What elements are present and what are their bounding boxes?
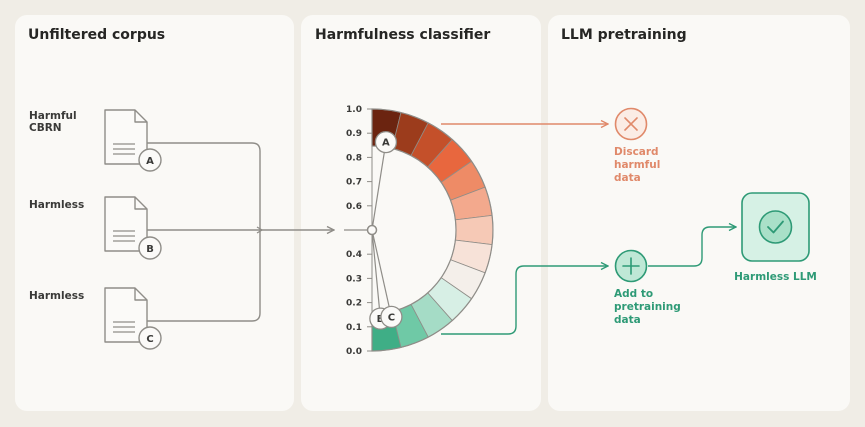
add-label-line2: pretraining: [614, 301, 681, 313]
doc-badge-b: B: [138, 236, 162, 260]
plus-icon: [614, 249, 648, 283]
harmless-llm-label: Harmless LLM: [734, 271, 817, 283]
doc-badge-a: A: [138, 148, 162, 172]
doc-badge-c: C: [138, 326, 162, 350]
discard-label-line1: Discard: [614, 146, 659, 158]
check-icon: [758, 210, 793, 244]
marker-label-b: B: [377, 314, 385, 325]
gauge-tick-label: 0.9: [346, 129, 362, 139]
panel-unfiltered-corpus: [15, 15, 294, 411]
corpus-connectors: [146, 142, 334, 322]
gauge-tick-label: 0.6: [346, 202, 362, 212]
svg-text:A: A: [146, 156, 154, 167]
gauge-outline: [371, 108, 494, 352]
gauge-band: [454, 214, 494, 246]
doc-c-label: Harmless: [29, 290, 84, 302]
add-label-line1: Add to: [614, 288, 653, 300]
panel-harmfulness-classifier: [301, 15, 541, 411]
gauge-tick-label: 0.3: [346, 274, 362, 284]
marker-label-a: A: [382, 138, 390, 149]
doc-a-label-line2: CBRN: [29, 122, 62, 134]
gauge-tick-label: 0.1: [346, 323, 362, 333]
classifier-gauge-bands: [371, 108, 494, 352]
discard-label-line2: harmful: [614, 159, 660, 171]
doc-b-label: Harmless: [29, 199, 84, 211]
doc-a-label-line1: Harmful: [29, 110, 77, 122]
add-label-line3: data: [614, 314, 641, 326]
merge-chevron: [256, 226, 264, 234]
svg-text:C: C: [146, 334, 153, 345]
gauge-tick-label: 0.7: [346, 178, 362, 188]
marker-needle-a: [371, 142, 387, 231]
harmless-llm-box: [741, 192, 810, 262]
marker-badge-a: [374, 130, 398, 154]
svg-text:B: B: [146, 244, 154, 255]
gauge-tick-label: 0.2: [346, 299, 362, 309]
to-llm-arrow: [648, 227, 736, 267]
gauge-tick-label: 0.0: [346, 347, 362, 357]
add-arrow: [441, 266, 608, 335]
gauge-tick-label: 1.0: [346, 105, 362, 115]
marker-needle-c: [371, 229, 393, 317]
x-icon: [614, 107, 648, 141]
marker-badge-c: [380, 305, 403, 329]
marker-needle-b: [371, 229, 381, 319]
marker-label-c: C: [388, 312, 395, 323]
gauge-pivot: [366, 224, 378, 236]
panel-title-classifier: Harmfulness classifier: [315, 27, 490, 43]
gauge-tick-label: 0.8: [346, 153, 362, 163]
panel-title-corpus: Unfiltered corpus: [28, 27, 165, 43]
discard-label-line3: data: [614, 172, 641, 184]
panel-title-pretraining: LLM pretraining: [561, 27, 687, 43]
gauge-tick-label: 0.4: [346, 250, 362, 260]
